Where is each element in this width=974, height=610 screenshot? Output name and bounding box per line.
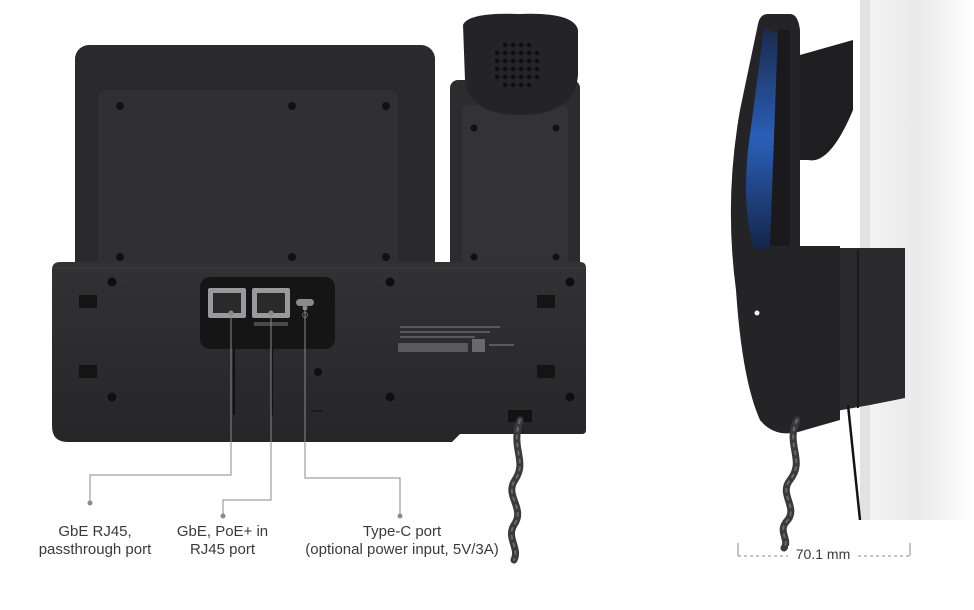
screw <box>470 124 478 132</box>
screw <box>565 392 575 402</box>
dimension-label: 70.1 mm <box>788 546 858 562</box>
handset-cord-side-highlight <box>782 419 798 549</box>
reset-hole <box>314 368 322 376</box>
rj45-passthrough-port-socket <box>213 293 241 313</box>
callout-lines <box>89 308 401 516</box>
screen-bezel <box>770 30 790 246</box>
screw <box>565 277 575 287</box>
screw <box>470 253 478 261</box>
callout-text: RJ45 port <box>189 541 256 558</box>
screw <box>288 102 296 110</box>
regulatory-label <box>398 326 514 352</box>
status-led <box>754 310 760 316</box>
screw <box>552 253 560 261</box>
screw <box>116 102 124 110</box>
rj45-poe-port-socket <box>257 293 285 313</box>
callout-line-typec <box>304 308 401 516</box>
side-view <box>730 0 974 557</box>
screw <box>385 277 395 287</box>
screw <box>107 277 117 287</box>
handset-cord-highlight <box>510 419 521 561</box>
callout-text: (optional power input, 5V/3A) <box>305 541 499 558</box>
display-back-recess <box>98 90 398 270</box>
vent-slot <box>311 410 323 412</box>
base-body <box>52 262 586 442</box>
screw <box>552 124 560 132</box>
callout-text: passthrough port <box>38 541 152 558</box>
display-screen-edge <box>746 28 778 250</box>
rubber-foot <box>537 365 555 378</box>
callout-markers <box>87 305 403 519</box>
screw <box>382 253 390 261</box>
rubber-foot <box>79 365 97 378</box>
rubber-foot <box>537 295 555 308</box>
screw <box>385 392 395 402</box>
callout-text: GbE, PoE+ in <box>176 523 269 540</box>
callout-gbe-passthrough: GbE RJ45, passthrough port <box>20 523 170 559</box>
rubber-foot <box>79 295 97 308</box>
callout-gbe-poe: GbE, PoE+ in RJ45 port <box>160 523 285 559</box>
handset-cord-side <box>779 416 801 552</box>
rear-view <box>52 13 586 564</box>
callout-text: GbE RJ45, <box>58 523 132 540</box>
usb-type-c-port <box>296 299 314 306</box>
network-cable-side <box>846 404 862 521</box>
callout-typec: Type-C port (optional power input, 5V/3A… <box>282 523 522 559</box>
callout-text: Type-C port <box>362 523 442 540</box>
callout-line-poe <box>222 313 272 516</box>
screw <box>107 392 117 402</box>
screw <box>288 253 296 261</box>
handset-earpiece <box>463 13 578 115</box>
screw <box>116 253 124 261</box>
cord-exit-port <box>508 410 532 422</box>
screw <box>382 102 390 110</box>
earpiece-speaker-holes <box>494 42 540 88</box>
callout-line-passthrough <box>89 313 232 503</box>
handset-side <box>800 40 853 161</box>
cradle-groove <box>462 105 568 265</box>
